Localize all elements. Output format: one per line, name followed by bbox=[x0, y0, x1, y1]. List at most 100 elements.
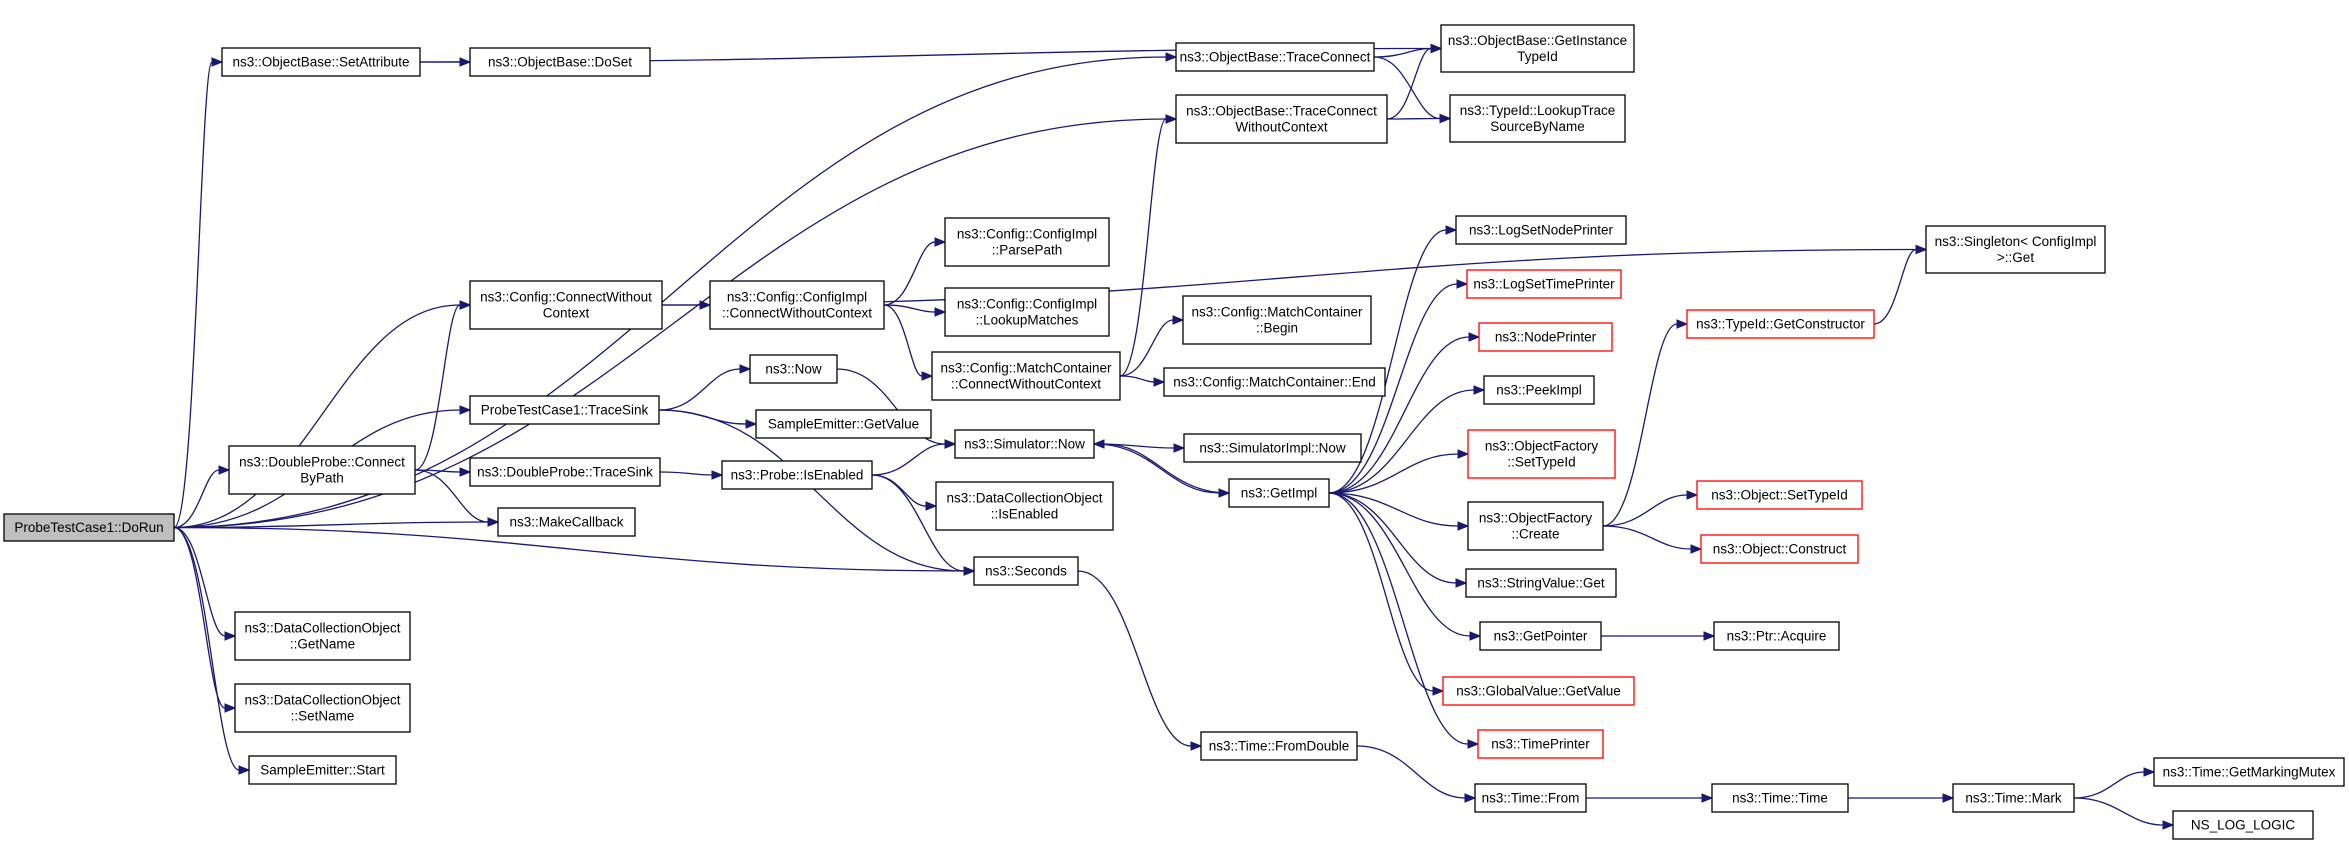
node-box-simimplnow[interactable] bbox=[1183, 433, 1362, 463]
node-box-mccwc[interactable] bbox=[931, 351, 1121, 401]
node-objc[interactable]: ns3::Object::Construct bbox=[1700, 534, 1859, 564]
node-from[interactable]: ns3::Time::From bbox=[1474, 783, 1587, 813]
node-box-makecb[interactable] bbox=[497, 507, 636, 537]
node-svget[interactable]: ns3::StringValue::Get bbox=[1465, 568, 1617, 598]
node-box-nodep[interactable] bbox=[1478, 322, 1613, 352]
node-simimplnow[interactable]: ns3::SimulatorImpl::Now bbox=[1183, 433, 1362, 463]
node-box-segv[interactable] bbox=[755, 409, 932, 439]
node-box-simnow[interactable] bbox=[954, 429, 1095, 459]
node-box-peek[interactable] bbox=[1483, 375, 1595, 405]
node-box-probeen[interactable] bbox=[721, 460, 873, 490]
node-mcbegin[interactable]: ns3::Config::MatchContainer::Begin bbox=[1182, 295, 1372, 345]
node-box-lstp[interactable] bbox=[1466, 269, 1622, 299]
node-nslog[interactable]: NS_LOG_LOGIC bbox=[2172, 810, 2314, 840]
node-box-from[interactable] bbox=[1474, 783, 1587, 813]
node-now[interactable]: ns3::Now bbox=[749, 354, 838, 384]
node-tc[interactable]: ns3::ObjectBase::TraceConnect bbox=[1175, 42, 1375, 72]
node-implcwc[interactable]: ns3::Config::ConfigImpl::ConnectWithoutC… bbox=[709, 280, 885, 330]
node-box-getptr[interactable] bbox=[1479, 621, 1602, 651]
node-lstp[interactable]: ns3::LogSetTimePrinter bbox=[1466, 269, 1622, 299]
node-box-dpts[interactable] bbox=[469, 457, 661, 487]
node-dcoen[interactable]: ns3::DataCollectionObject::IsEnabled bbox=[935, 481, 1114, 531]
node-box-setattr[interactable] bbox=[221, 47, 421, 77]
node-box-fromdouble[interactable] bbox=[1200, 731, 1358, 761]
node-box-singleton[interactable] bbox=[1925, 225, 2106, 274]
node-sestart[interactable]: SampleEmitter::Start bbox=[248, 755, 397, 785]
node-lsnp[interactable]: ns3::LogSetNodePrinter bbox=[1455, 215, 1627, 245]
node-ptracq[interactable]: ns3::Ptr::Acquire bbox=[1713, 621, 1840, 651]
node-box-lsnp[interactable] bbox=[1455, 215, 1627, 245]
node-gmm[interactable]: ns3::Time::GetMarkingMutex bbox=[2153, 757, 2345, 787]
node-box-gvget[interactable] bbox=[1442, 676, 1635, 706]
node-ofst[interactable]: ns3::ObjectFactory::SetTypeId bbox=[1467, 429, 1616, 479]
node-box-sestart[interactable] bbox=[248, 755, 397, 785]
node-tracesink[interactable]: ProbeTestCase1::TraceSink bbox=[469, 395, 660, 425]
node-box-objc[interactable] bbox=[1700, 534, 1859, 564]
node-box-mcbegin[interactable] bbox=[1182, 295, 1372, 345]
node-box-cfgcwc[interactable] bbox=[469, 280, 663, 330]
node-box-parsepath[interactable] bbox=[944, 217, 1110, 267]
node-dcosn[interactable]: ns3::DataCollectionObject::SetName bbox=[234, 683, 411, 733]
node-box-lookupm[interactable] bbox=[944, 287, 1110, 337]
node-box-dcoen[interactable] bbox=[935, 481, 1114, 531]
node-segv[interactable]: SampleEmitter::GetValue bbox=[755, 409, 932, 439]
node-box-getinst[interactable] bbox=[1440, 24, 1635, 73]
node-box-getimpl[interactable] bbox=[1228, 478, 1330, 508]
node-getimpl[interactable]: ns3::GetImpl bbox=[1228, 478, 1330, 508]
node-box-objst[interactable] bbox=[1696, 480, 1863, 510]
node-makecb[interactable]: ns3::MakeCallback bbox=[497, 507, 636, 537]
node-box-ofc[interactable] bbox=[1467, 501, 1604, 551]
node-box-time[interactable] bbox=[1711, 783, 1849, 813]
node-probeen[interactable]: ns3::Probe::IsEnabled bbox=[721, 460, 873, 490]
node-peek[interactable]: ns3::PeekImpl bbox=[1483, 375, 1595, 405]
node-cfgcwc[interactable]: ns3::Config::ConnectWithoutContext bbox=[469, 280, 663, 330]
node-box-implcwc[interactable] bbox=[709, 280, 885, 330]
node-box-seconds[interactable] bbox=[973, 556, 1079, 586]
node-box-ofst[interactable] bbox=[1467, 429, 1616, 479]
node-mark[interactable]: ns3::Time::Mark bbox=[1952, 783, 2075, 813]
node-box-ptracq[interactable] bbox=[1713, 621, 1840, 651]
node-box-lookup[interactable] bbox=[1449, 94, 1626, 143]
node-mcend[interactable]: ns3::Config::MatchContainer::End bbox=[1163, 367, 1386, 397]
node-setattr[interactable]: ns3::ObjectBase::SetAttribute bbox=[221, 47, 421, 77]
node-mccwc[interactable]: ns3::Config::MatchContainer::ConnectWith… bbox=[931, 351, 1121, 401]
node-getptr[interactable]: ns3::GetPointer bbox=[1479, 621, 1602, 651]
node-simnow[interactable]: ns3::Simulator::Now bbox=[954, 429, 1095, 459]
node-time[interactable]: ns3::Time::Time bbox=[1711, 783, 1849, 813]
node-box-nslog[interactable] bbox=[2172, 810, 2314, 840]
node-dpts[interactable]: ns3::DoubleProbe::TraceSink bbox=[469, 457, 661, 487]
node-box-doset[interactable] bbox=[469, 47, 651, 77]
node-box-tcwc[interactable] bbox=[1175, 94, 1388, 144]
node-box-tracesink[interactable] bbox=[469, 395, 660, 425]
node-tcwc[interactable]: ns3::ObjectBase::TraceConnectWithoutCont… bbox=[1175, 94, 1388, 144]
node-box-root[interactable] bbox=[3, 513, 175, 542]
node-box-dcosn[interactable] bbox=[234, 683, 411, 733]
node-ofc[interactable]: ns3::ObjectFactory::Create bbox=[1467, 501, 1604, 551]
node-box-gctor[interactable] bbox=[1686, 309, 1875, 339]
node-fromdouble[interactable]: ns3::Time::FromDouble bbox=[1200, 731, 1358, 761]
node-nodep[interactable]: ns3::NodePrinter bbox=[1478, 322, 1613, 352]
node-dcogn[interactable]: ns3::DataCollectionObject::GetName bbox=[234, 611, 411, 661]
node-box-mcend[interactable] bbox=[1163, 367, 1386, 397]
node-seconds[interactable]: ns3::Seconds bbox=[973, 556, 1079, 586]
node-gvget[interactable]: ns3::GlobalValue::GetValue bbox=[1442, 676, 1635, 706]
node-box-dpcbp[interactable] bbox=[228, 445, 416, 495]
node-box-now[interactable] bbox=[749, 354, 838, 384]
node-box-tc[interactable] bbox=[1175, 42, 1375, 72]
node-objst[interactable]: ns3::Object::SetTypeId bbox=[1696, 480, 1863, 510]
node-box-mark[interactable] bbox=[1952, 783, 2075, 813]
node-timep[interactable]: ns3::TimePrinter bbox=[1477, 729, 1604, 759]
node-parsepath[interactable]: ns3::Config::ConfigImpl::ParsePath bbox=[944, 217, 1110, 267]
node-root[interactable]: ProbeTestCase1::DoRun bbox=[3, 513, 175, 542]
node-gctor[interactable]: ns3::TypeId::GetConstructor bbox=[1686, 309, 1875, 339]
node-box-svget[interactable] bbox=[1465, 568, 1617, 598]
node-lookupm[interactable]: ns3::Config::ConfigImpl::LookupMatches bbox=[944, 287, 1110, 337]
node-box-timep[interactable] bbox=[1477, 729, 1604, 759]
node-box-dcogn[interactable] bbox=[234, 611, 411, 661]
node-doset[interactable]: ns3::ObjectBase::DoSet bbox=[469, 47, 651, 77]
node-singleton[interactable]: ns3::Singleton< ConfigImpl >::Get bbox=[1925, 225, 2106, 274]
node-box-gmm[interactable] bbox=[2153, 757, 2345, 787]
